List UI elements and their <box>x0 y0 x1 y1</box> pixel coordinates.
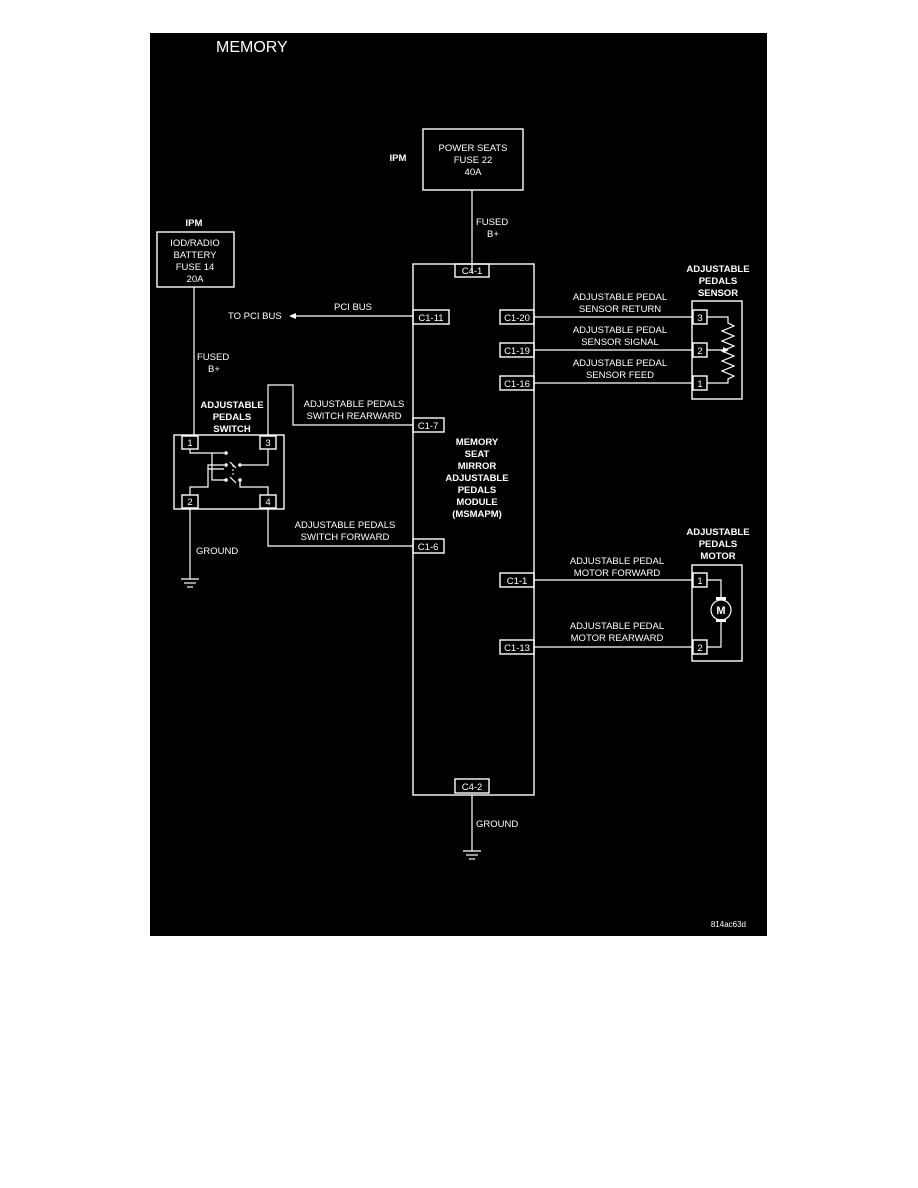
pci-bus-label: PCI BUS <box>334 302 372 313</box>
sensor-signal-connector-label: C1-19 <box>504 346 530 357</box>
power-fuse-location: IPM <box>390 153 407 164</box>
power-fuse-line2: FUSE 22 <box>454 155 493 166</box>
sensor-return-connector <box>499 309 535 325</box>
switch-pin4: 4 <box>265 497 270 508</box>
radio-fuse-line1: IOD/RADIO <box>170 238 220 249</box>
power-wire-label1: FUSED <box>476 217 508 228</box>
switch-label-line3: SWITCH <box>213 424 251 435</box>
motor-forward-label2: MOTOR FORWARD <box>574 568 661 579</box>
sensor-potentiometer <box>707 316 736 384</box>
motor-pin2: 2 <box>697 643 702 654</box>
switch-rearward-wire <box>267 384 413 435</box>
motor-label-line1: ADJUSTABLE <box>686 527 749 538</box>
radio-fuse-line4: 20A <box>187 274 205 285</box>
switch-rearward-label2: SWITCH REARWARD <box>307 411 402 422</box>
module-name-line5: PEDALS <box>458 485 497 496</box>
power-wire-label2: B+ <box>487 229 499 240</box>
sensor-feed-label1: ADJUSTABLE PEDAL <box>573 358 667 369</box>
module-name-line2: SEAT <box>465 449 490 460</box>
module-name-line7: (MSMAPM) <box>452 509 502 520</box>
motor-symbol <box>707 579 732 648</box>
pci-connector-label: C1-11 <box>418 313 443 324</box>
switch-forward-label2: SWITCH FORWARD <box>301 532 390 543</box>
motor-label-line2: PEDALS <box>699 539 738 550</box>
switch-ground-label: GROUND <box>196 546 238 557</box>
pci-arrow <box>289 313 296 319</box>
module-name-line3: MIRROR <box>458 461 497 472</box>
sensor-return-connector-label: C1-20 <box>504 313 530 324</box>
pci-connector <box>412 309 450 325</box>
power-fuse-box <box>422 128 524 191</box>
motor-symbol-letter: M <box>716 605 725 617</box>
module-top-connector-label: C4-1 <box>462 266 483 277</box>
sensor-return-label2: SENSOR RETURN <box>579 304 661 315</box>
sensor-pin1: 1 <box>697 379 702 390</box>
switch-label-line2: PEDALS <box>213 412 252 423</box>
module-ground-label: GROUND <box>476 819 518 830</box>
sensor-label-line1: ADJUSTABLE <box>686 264 749 275</box>
switch-label-line1: ADJUSTABLE <box>200 400 263 411</box>
switch-pin1: 1 <box>187 438 192 449</box>
sensor-feed-connector-label: C1-16 <box>504 379 530 390</box>
switch-box <box>173 434 285 510</box>
sensor-feed-connector <box>499 375 535 391</box>
image-code: 814ac63d <box>711 920 746 929</box>
sensor-signal-label1: ADJUSTABLE PEDAL <box>573 325 667 336</box>
sensor-label-line2: PEDALS <box>699 276 738 287</box>
radio-wire-label1: FUSED <box>197 352 229 363</box>
radio-fuse-box <box>156 231 235 288</box>
radio-wire-label2: B+ <box>208 364 220 375</box>
sensor-feed-label2: SENSOR FEED <box>586 370 654 381</box>
module-name-line1: MEMORY <box>456 437 499 448</box>
sensor-signal-label2: SENSOR SIGNAL <box>581 337 659 348</box>
module-name-line6: MODULE <box>456 497 497 508</box>
motor-rearward-connector <box>499 639 535 655</box>
switch-pin3: 3 <box>265 438 270 449</box>
motor-box <box>691 564 743 662</box>
radio-fuse-location: IPM <box>186 218 203 229</box>
motor-rearward-label1: ADJUSTABLE PEDAL <box>570 621 664 632</box>
sensor-return-label1: ADJUSTABLE PEDAL <box>573 292 667 303</box>
module-name-line4: ADJUSTABLE <box>445 473 508 484</box>
wiring-diagram: MEMORY IPM POWER SEATS FUSE 22 40A FUSED… <box>150 33 767 936</box>
radio-fuse-line2: BATTERY <box>174 250 218 261</box>
sensor-pin2: 2 <box>697 346 702 357</box>
motor-forward-connector-label: C1-1 <box>507 576 528 587</box>
module-bottom-connector <box>454 778 490 794</box>
motor-rearward-label2: MOTOR REARWARD <box>571 633 664 644</box>
switch-rearward-connector-label: C1-7 <box>418 421 439 432</box>
switch-contacts <box>189 449 269 495</box>
power-fuse-line3: 40A <box>465 167 483 178</box>
pci-to-label: TO PCI BUS <box>228 311 282 322</box>
motor-forward-connector <box>499 572 535 588</box>
motor-pin1: 1 <box>697 576 702 587</box>
module-top-connector <box>454 263 490 278</box>
power-fuse-line1: POWER SEATS <box>439 143 508 154</box>
module-bottom-connector-label: C4-2 <box>462 782 483 793</box>
sensor-label-line3: SENSOR <box>698 288 738 299</box>
radio-fuse-line3: FUSE 14 <box>176 262 215 273</box>
switch-rearward-connector <box>412 417 445 433</box>
switch-forward-connector-label: C1-6 <box>418 542 439 553</box>
sensor-signal-connector <box>499 342 535 358</box>
diagram-title: MEMORY <box>216 39 288 56</box>
switch-forward-wire <box>267 509 413 547</box>
switch-forward-connector <box>412 538 445 554</box>
switch-pin2: 2 <box>187 497 192 508</box>
motor-rearward-connector-label: C1-13 <box>504 643 530 654</box>
sensor-pin3: 3 <box>697 313 702 324</box>
switch-forward-label1: ADJUSTABLE PEDALS <box>295 520 396 531</box>
switch-rearward-label1: ADJUSTABLE PEDALS <box>304 399 405 410</box>
motor-label-line3: MOTOR <box>700 551 735 562</box>
motor-forward-label1: ADJUSTABLE PEDAL <box>570 556 664 567</box>
